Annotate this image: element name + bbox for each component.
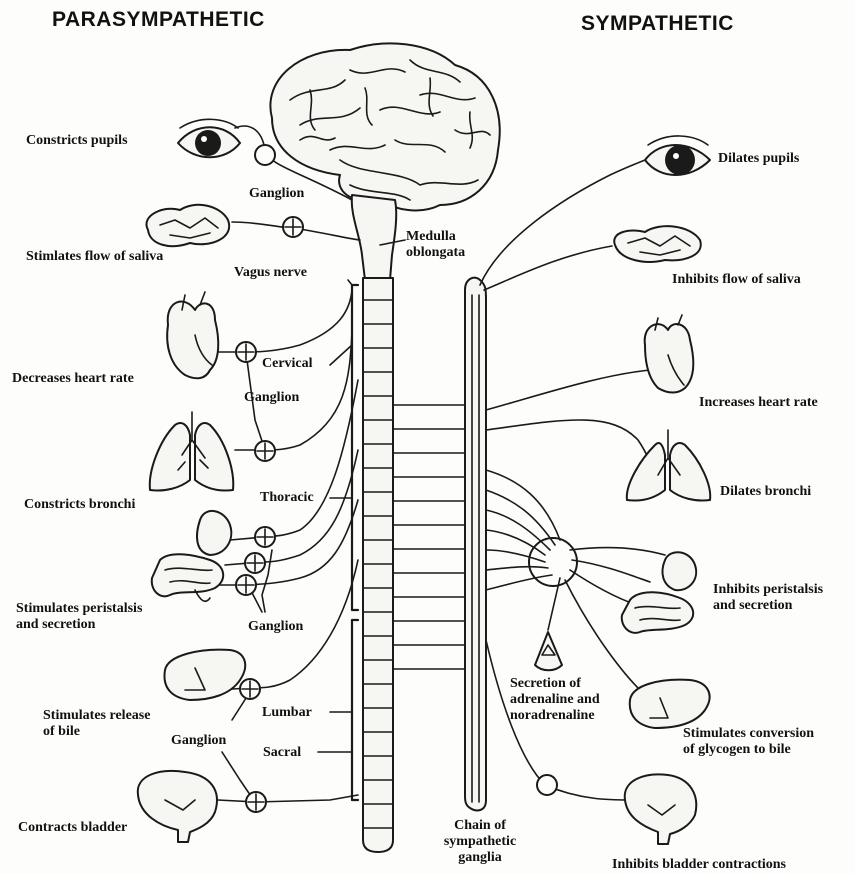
label-peristalsis-symp-2: and secretion <box>713 598 792 614</box>
label-adrenal-3: noradrenaline <box>510 708 595 724</box>
label-glycogen-1: Stimulates conversion <box>683 726 814 742</box>
label-contracts-bladder: Contracts bladder <box>18 820 127 836</box>
label-increases-heart-rate: Increases heart rate <box>699 395 818 411</box>
label-medulla-2: oblongata <box>406 245 465 261</box>
label-chain-2: sympathetic <box>430 834 530 850</box>
salivary-gland-right-icon <box>614 226 701 262</box>
label-decreases-heart-rate: Decreases heart rate <box>12 371 134 387</box>
label-thoracic: Thoracic <box>260 490 314 506</box>
label-dilates-bronchi: Dilates bronchi <box>720 484 811 500</box>
label-bile-2: of bile <box>43 724 80 740</box>
label-constricts-bronchi: Constricts bronchi <box>24 497 135 513</box>
label-adrenal-1: Secretion of <box>510 676 581 692</box>
label-adrenal-2: adrenaline and <box>510 692 600 708</box>
label-ganglion-eye: Ganglion <box>249 186 304 202</box>
label-ganglion-bile: Ganglion <box>171 733 226 749</box>
heart-left-icon <box>167 292 218 378</box>
eye-right-icon <box>645 136 710 175</box>
salivary-gland-left-icon <box>146 205 229 246</box>
liver-right-icon <box>630 680 710 728</box>
cord-chain-connectors <box>393 405 465 669</box>
label-lumbar: Lumbar <box>262 705 312 721</box>
label-dilates-pupils: Dilates pupils <box>718 151 799 167</box>
label-glycogen-2: of glycogen to bile <box>683 742 791 758</box>
lungs-left-icon <box>150 412 233 491</box>
eye-left-icon <box>178 119 240 157</box>
sympathetic-chain <box>465 278 486 811</box>
label-chain-3: ganglia <box>430 850 530 866</box>
label-peristalsis-para-2: and secretion <box>16 617 95 633</box>
spinal-cord <box>352 278 393 852</box>
label-saliva-para: Stimlates flow of saliva <box>26 249 163 265</box>
parasympathetic-title: PARASYMPATHETIC <box>52 8 265 32</box>
heart-right-icon <box>645 315 694 393</box>
adrenal-gland-icon <box>535 632 562 670</box>
stomach-intestine-left-icon <box>152 511 232 601</box>
label-ganglion-gut: Ganglion <box>248 619 303 635</box>
label-saliva-symp: Inhibits flow of saliva <box>672 272 801 288</box>
bladder-right-icon <box>625 774 697 844</box>
label-peristalsis-symp-1: Inhibits peristalsis <box>713 582 823 598</box>
liver-left-icon <box>164 650 245 700</box>
label-cervical: Cervical <box>262 356 313 372</box>
bladder-left-icon <box>138 771 217 842</box>
stomach-intestine-right-icon <box>622 552 696 633</box>
label-constricts-pupils: Constricts pupils <box>26 133 128 149</box>
label-bile-1: Stimulates release <box>43 708 150 724</box>
label-medulla-1: Medulla <box>406 229 456 245</box>
label-chain-1: Chain of <box>430 818 530 834</box>
sympathetic-title: SYMPATHETIC <box>581 12 734 36</box>
label-inhibits-bladder: Inhibits bladder contractions <box>612 857 786 873</box>
label-peristalsis-para-1: Stimulates peristalsis <box>16 601 142 617</box>
label-sacral: Sacral <box>263 745 301 761</box>
label-vagus-nerve: Vagus nerve <box>234 265 307 281</box>
label-ganglion-heart: Ganglion <box>244 390 299 406</box>
